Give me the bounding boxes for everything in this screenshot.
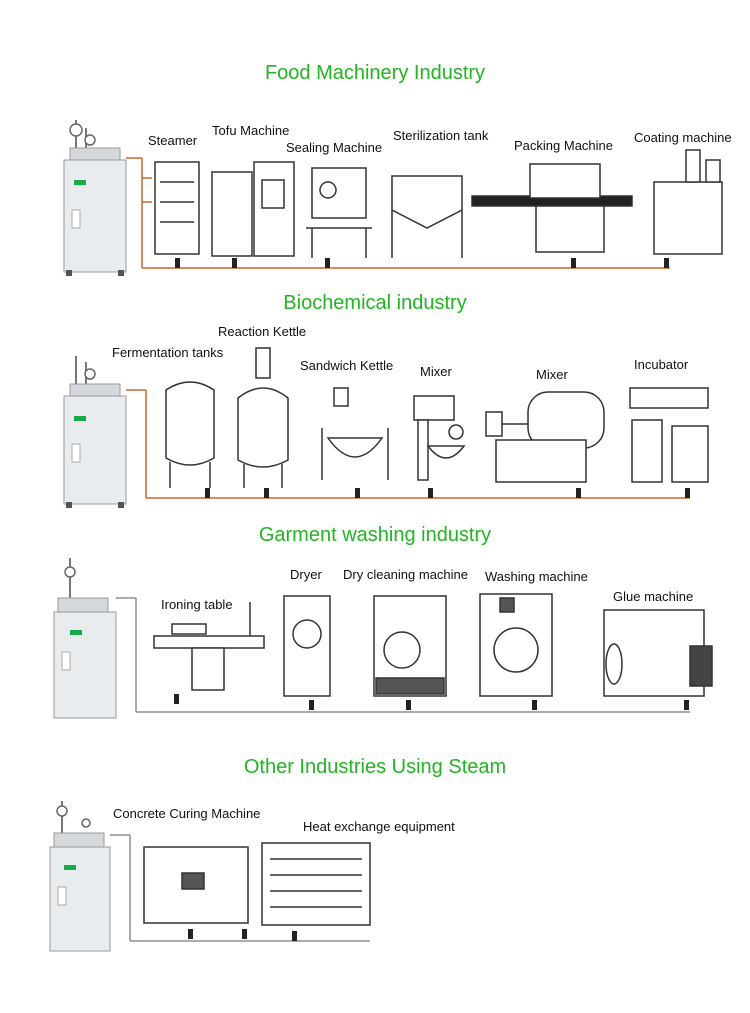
label-packing-machine: Packing Machine (514, 138, 613, 153)
section-title-biochemical: Biochemical industry (283, 292, 467, 314)
glue-machine (603, 609, 713, 697)
label-coating-machine: Coating machine (634, 130, 732, 145)
mixer-drum (485, 391, 605, 483)
pipe-icon (126, 389, 690, 499)
mixer-machine (413, 395, 466, 481)
label-heat-exchange-equipment: Heat exchange equipment (303, 819, 455, 834)
steamer-machine (154, 161, 200, 255)
washing-machine (479, 593, 553, 697)
label-fermentation-tanks: Fermentation tanks (112, 345, 224, 360)
label-tofu-machine: Tofu Machine (212, 123, 290, 138)
dryer (283, 595, 331, 697)
valve-icon (205, 488, 690, 498)
pipe-icon (126, 157, 670, 269)
fermentation-tank (165, 381, 215, 488)
label-sealing-machine: Sealing Machine (286, 140, 383, 155)
label-glue-machine: Glue machine (613, 589, 694, 604)
sealing-machine (306, 167, 372, 258)
label-ironing-table: Ironing table (161, 597, 233, 612)
biochemical-diagram (63, 347, 709, 508)
steam-generator-icon (63, 356, 127, 508)
section-title-other: Other Industries Using Steam (243, 756, 507, 778)
heat-exchange-equipment (261, 842, 371, 926)
label-mixer-2: Mixer (536, 367, 568, 382)
reaction-kettle (237, 347, 289, 488)
label-sandwich-kettle: Sandwich Kettle (300, 358, 394, 373)
garment-diagram (53, 558, 713, 719)
label-concrete-curing-machine: Concrete Curing Machine (113, 806, 261, 821)
valve-icon (175, 258, 669, 268)
packing-machine (471, 163, 633, 253)
label-dry-cleaning-machine: Dry cleaning machine (343, 567, 469, 582)
steam-generator-icon (53, 558, 117, 719)
label-reaction-kettle: Reaction Kettle (218, 324, 307, 339)
label-steamer: Steamer (148, 133, 198, 148)
concrete-curing-machine (143, 846, 249, 924)
steam-generator-icon (63, 120, 127, 276)
sterilization-tank (391, 175, 463, 258)
tofu-machine (211, 161, 295, 257)
ironing-table (153, 602, 265, 691)
incubator (629, 387, 709, 483)
food-diagram (63, 120, 723, 276)
dry-cleaning-machine (373, 595, 447, 697)
label-dryer: Dryer (290, 567, 322, 582)
sandwich-kettle (321, 387, 389, 480)
label-washing-machine: Washing machine (485, 569, 588, 584)
coating-machine (653, 149, 723, 255)
pipe-icon (116, 597, 690, 713)
steam-generator-icon (49, 801, 111, 952)
section-title-garment: Garment washing industry (258, 524, 492, 546)
valve-icon (174, 694, 689, 710)
label-sterilization-tank: Sterilization tank (393, 128, 489, 143)
label-incubator: Incubator (634, 357, 689, 372)
valve-icon (188, 929, 297, 941)
other-diagram (49, 801, 371, 952)
pipe-icon (110, 834, 370, 942)
label-mixer-1: Mixer (420, 364, 452, 379)
section-title-food: Food Machinery Industry (264, 62, 486, 84)
